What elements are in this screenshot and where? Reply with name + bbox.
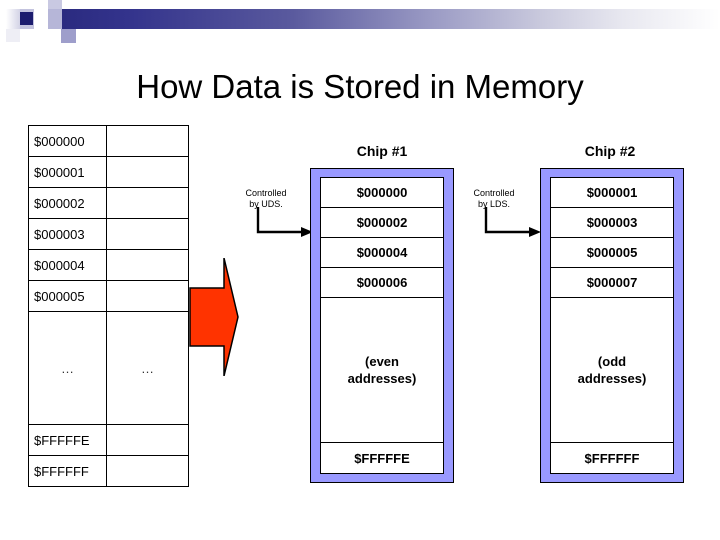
table-row: $FFFFFF — [28, 455, 189, 487]
header-square-6 — [48, 0, 62, 9]
header-gradient-bar — [31, 9, 720, 29]
memory-address-cell: $FFFFFF — [28, 455, 107, 487]
memory-data-cell — [106, 156, 189, 188]
memory-address-cell: $000005 — [28, 280, 107, 312]
table-row: $000004 — [28, 249, 189, 281]
memory-address-ellipsis: … — [28, 311, 107, 425]
header-square-10 — [48, 29, 62, 43]
memory-data-cell — [106, 249, 189, 281]
memory-data-ellipsis: … — [106, 311, 189, 425]
memory-address-cell: $000000 — [28, 125, 107, 157]
table-row: $000005 — [28, 280, 189, 312]
chip1-body: $000000 $000002 $000004 $000006 (even ad… — [310, 168, 454, 483]
chip2-title: Chip #2 — [584, 143, 636, 159]
header-square-8 — [20, 29, 34, 41]
table-row: $000002 — [28, 187, 189, 219]
memory-data-cell — [106, 455, 189, 487]
chip1-note-line2: addresses) — [347, 371, 417, 386]
chip2-cell: $000005 — [551, 238, 673, 268]
chip1-cell: $000000 — [321, 178, 443, 208]
chip1-note: (even addresses) — [321, 298, 443, 443]
header-square-4 — [48, 9, 62, 29]
memory-data-cell — [106, 218, 189, 250]
memory-address-cell: $000003 — [28, 218, 107, 250]
logical-memory-table: $000000 $000001 $000002 $000003 $000004 … — [28, 125, 189, 487]
chip1-title: Chip #1 — [356, 143, 408, 159]
slide-header-decoration — [0, 0, 720, 52]
uds-label-line2: by UDS. — [249, 199, 283, 209]
header-square-7 — [6, 29, 20, 42]
memory-data-cell — [106, 125, 189, 157]
chip1-cell-list: $000000 $000002 $000004 $000006 (even ad… — [320, 177, 444, 474]
chip1-cell: $000006 — [321, 268, 443, 298]
chip2-body: $000001 $000003 $000005 $000007 (odd add… — [540, 168, 684, 483]
uds-label-line1: Controlled — [245, 188, 287, 198]
table-row: $000003 — [28, 218, 189, 250]
table-row-ellipsis: … … — [28, 311, 189, 425]
chip1-cell: $000002 — [321, 208, 443, 238]
chip2-note: (odd addresses) — [551, 298, 673, 443]
chip2-cell: $000003 — [551, 208, 673, 238]
chip2-cell-list: $000001 $000003 $000005 $000007 (odd add… — [550, 177, 674, 474]
chip1-cell: $000004 — [321, 238, 443, 268]
table-row: $000000 — [28, 125, 189, 157]
memory-address-cell: $000002 — [28, 187, 107, 219]
page-title: How Data is Stored in Memory — [136, 68, 584, 105]
uds-arrow-icon — [256, 207, 313, 237]
memory-data-cell — [106, 280, 189, 312]
header-square-5 — [34, 0, 48, 10]
chip2-cell: $000007 — [551, 268, 673, 298]
uds-control-label: Controlled by UDS. — [223, 188, 309, 210]
chip2-cell: $000001 — [551, 178, 673, 208]
lds-label-line1: Controlled — [473, 188, 515, 198]
memory-address-cell: $FFFFFE — [28, 424, 107, 456]
header-square-9 — [34, 29, 48, 43]
memory-data-cell — [106, 424, 189, 456]
chip2-last-cell: $FFFFFF — [584, 450, 640, 466]
chip1-note-line1: (even — [365, 354, 399, 369]
data-bus-arrow-icon — [189, 258, 239, 376]
lds-control-label: Controlled by LDS. — [451, 188, 537, 210]
header-square-11 — [61, 29, 76, 43]
lds-label-line2: by LDS. — [477, 199, 510, 209]
chip1-last-cell: $FFFFFE — [354, 450, 410, 466]
lds-arrow-icon — [484, 207, 541, 237]
memory-address-cell: $000001 — [28, 156, 107, 188]
header-accent-square — [20, 12, 33, 25]
table-row: $FFFFFE — [28, 424, 189, 456]
header-square-3 — [34, 9, 48, 29]
chip2-note-line2: addresses) — [577, 371, 647, 386]
chip2-note-line1: (odd — [597, 354, 627, 369]
table-row: $000001 — [28, 156, 189, 188]
header-square-1 — [6, 9, 20, 29]
memory-data-cell — [106, 187, 189, 219]
memory-address-cell: $000004 — [28, 249, 107, 281]
